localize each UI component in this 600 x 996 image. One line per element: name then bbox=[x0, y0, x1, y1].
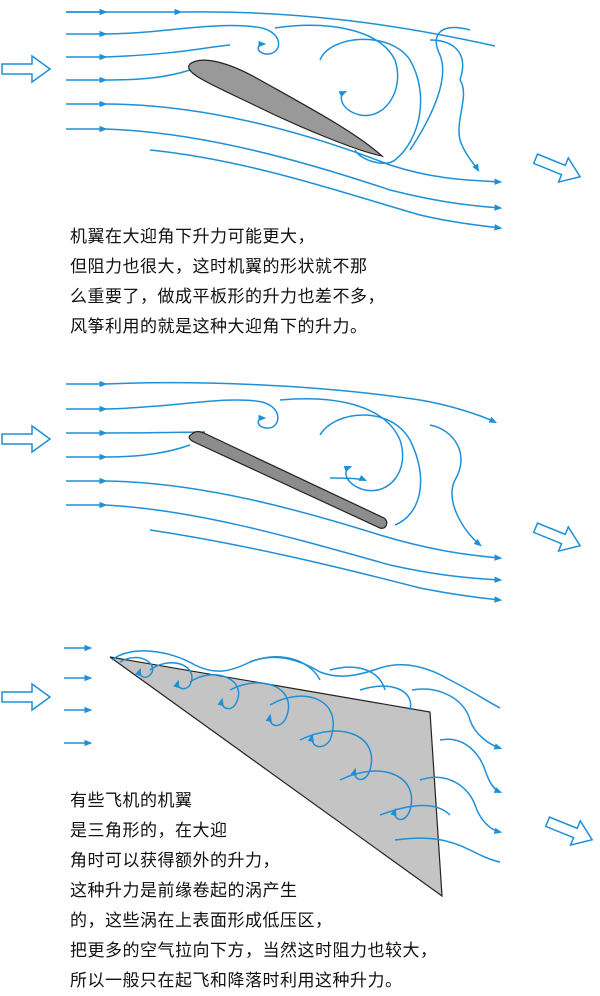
caption-line: 机翼在大迎角下升力可能更大， bbox=[70, 227, 315, 247]
streamline bbox=[66, 8, 496, 47]
big-inflow-arrow-icon bbox=[1, 54, 52, 84]
caption-cambered-airfoil: 机翼在大迎角下升力可能更大， 但阻力也很大，这时机翼的形状就不那 么重要了，做成… bbox=[70, 222, 385, 342]
inflow-arrows bbox=[64, 644, 93, 747]
caption-line: 么重要了，做成平板形的升力也差不多， bbox=[70, 287, 385, 307]
caption-line: 有些飞机的机翼 bbox=[70, 791, 193, 811]
cambered-airfoil bbox=[188, 59, 385, 157]
streamlines bbox=[66, 380, 503, 603]
caption-line: 所以一般只在起飞和降落时利用这种升力。 bbox=[70, 971, 403, 991]
caption-line: 角时可以获得额外的升力， bbox=[70, 851, 280, 871]
caption-line: 把更多的空气拉向下方，当然这时阻力也较大， bbox=[70, 941, 438, 961]
caption-line: 风筝利用的就是这种大迎角下的升力。 bbox=[70, 317, 368, 337]
big-outflow-arrow-icon bbox=[532, 153, 582, 184]
caption-delta-wing: 有些飞机的机翼 是三角形的，在大迎 角时可以获得额外的升力， 这种升力是前缘卷起… bbox=[70, 786, 438, 996]
big-inflow-arrow-icon bbox=[1, 682, 52, 712]
caption-line: 这种升力是前缘卷起的涡产生 bbox=[70, 881, 298, 901]
flat-plate bbox=[188, 431, 388, 529]
panel-flat-plate bbox=[1, 380, 582, 603]
caption-line: 的，这些涡在上表面形成低压区， bbox=[70, 911, 333, 931]
big-outflow-arrow-icon bbox=[544, 816, 594, 847]
big-outflow-arrow-icon bbox=[532, 522, 582, 553]
caption-line: 是三角形的，在大迎 bbox=[70, 821, 228, 841]
vortex-streamlines bbox=[111, 650, 503, 863]
panel-delta-wing bbox=[1, 644, 594, 898]
panel-cambered-airfoil bbox=[1, 8, 582, 231]
streamlines bbox=[66, 8, 503, 231]
caption-line: 但阻力也很大，这时机翼的形状就不那 bbox=[70, 257, 368, 277]
big-inflow-arrow-icon bbox=[1, 424, 52, 454]
